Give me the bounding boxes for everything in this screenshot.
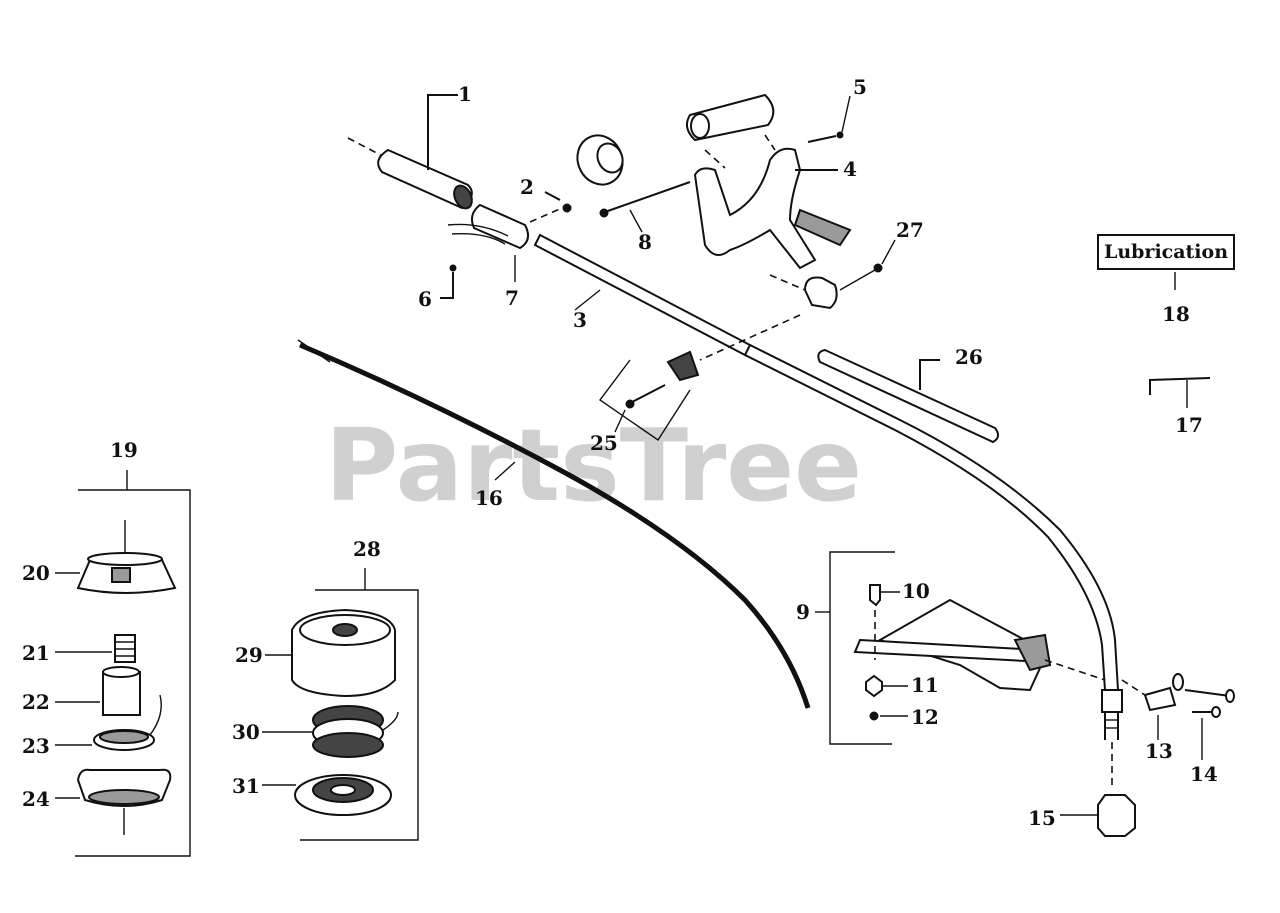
part-18-lubrication: Lubrication (1097, 234, 1235, 290)
part-26-sleeve (817, 348, 999, 444)
callout-14: 14 (1190, 762, 1218, 786)
callout-6: 6 (418, 287, 432, 311)
parts-13-14-clamp-screw (1121, 673, 1235, 760)
part-17-hex-key (1149, 377, 1211, 408)
callout-31: 31 (232, 774, 260, 798)
callout-27: 27 (896, 218, 924, 242)
callout-16: 16 (475, 486, 503, 510)
callout-21: 21 (22, 641, 50, 665)
callout-25: 25 (590, 431, 618, 455)
callout-10: 10 (902, 579, 930, 603)
main-curved-shaft (744, 344, 1123, 790)
callout-numbers: 1 2 3 4 5 6 7 8 9 10 11 12 13 14 15 16 1… (22, 75, 1218, 830)
lubrication-label: Lubrication (1104, 241, 1228, 263)
callout-2: 2 (520, 175, 534, 199)
part-9-guard-assembly (815, 551, 1106, 745)
callout-18: 18 (1162, 302, 1190, 326)
callout-4: 4 (843, 157, 857, 181)
part-28-head-assembly (262, 568, 419, 841)
callout-13: 13 (1145, 739, 1173, 763)
callout-29: 29 (235, 643, 263, 667)
callout-9: 9 (796, 600, 810, 624)
part-16-flex-cable (297, 339, 811, 709)
callout-17: 17 (1175, 413, 1203, 437)
callout-20: 20 (22, 561, 50, 585)
callout-5: 5 (853, 75, 867, 99)
callout-24: 24 (22, 787, 50, 811)
callout-7: 7 (505, 286, 519, 310)
watermark: PartsTree (325, 407, 862, 524)
part-4-handle (685, 93, 852, 270)
callout-12: 12 (911, 705, 939, 729)
callout-11: 11 (911, 673, 939, 697)
callout-1: 1 (458, 82, 472, 106)
part-7-coupler (440, 191, 572, 299)
callout-8: 8 (638, 230, 652, 254)
callout-19: 19 (110, 438, 138, 462)
callout-23: 23 (22, 734, 50, 758)
part-19-head-kit (55, 470, 191, 857)
part-1-grip (347, 94, 473, 210)
callout-30: 30 (232, 720, 260, 744)
callout-3: 3 (573, 308, 587, 332)
part-8-bolt (576, 134, 691, 233)
callout-15: 15 (1028, 806, 1056, 830)
callout-28: 28 (353, 537, 381, 561)
part-27-clamp (699, 239, 896, 361)
callout-26: 26 (955, 345, 983, 369)
callout-22: 22 (22, 690, 50, 714)
part-25-hardware (599, 350, 700, 441)
part-15-nut (1060, 794, 1136, 837)
